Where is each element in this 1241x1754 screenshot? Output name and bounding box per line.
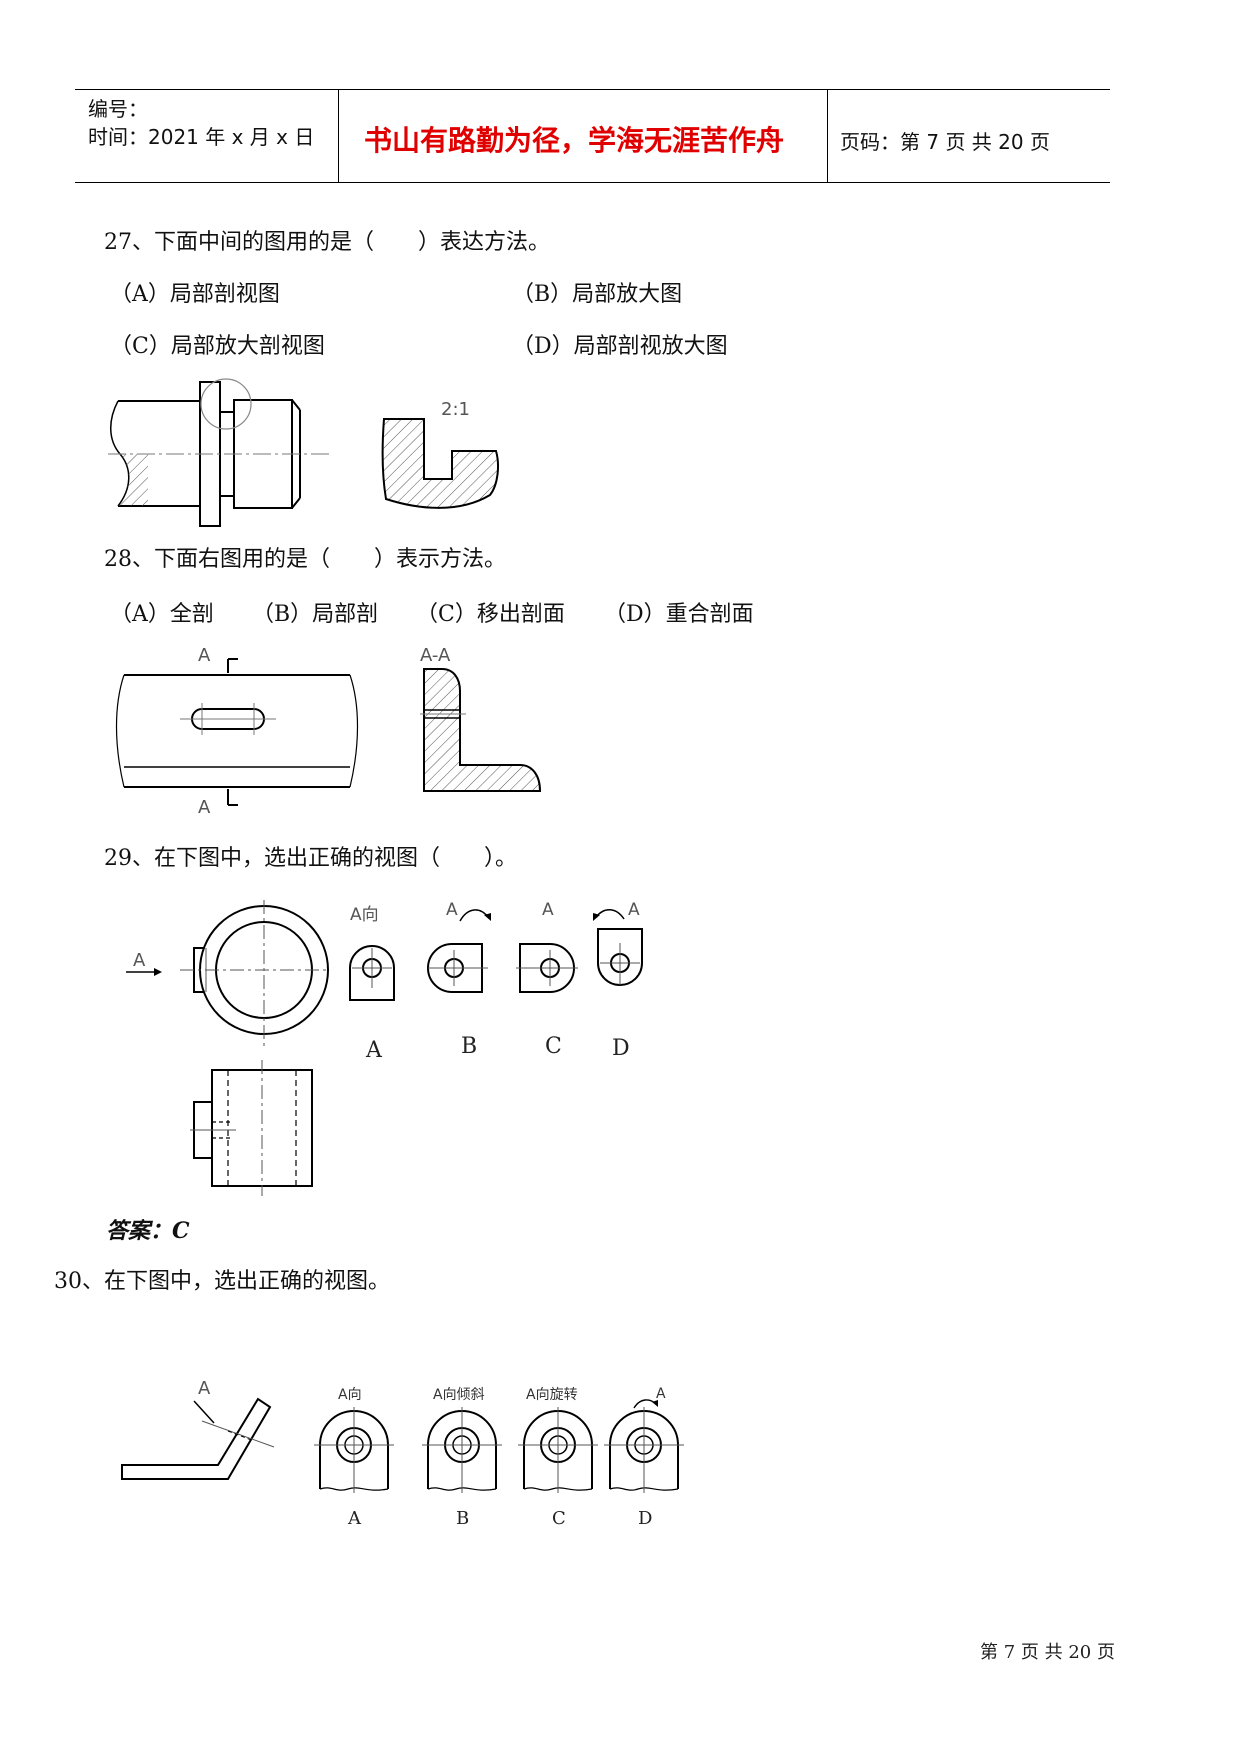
q27-stem: 27、下面中间的图用的是（ ）表达方法。 bbox=[104, 230, 550, 255]
q28-option-b: （B）局部剖 bbox=[252, 602, 379, 627]
q29-choice-d: D bbox=[612, 1036, 630, 1061]
q29-view-label-d: A bbox=[628, 900, 640, 920]
q29-view-label-b: A bbox=[446, 900, 458, 920]
q28-option-c: （C）移出剖面 bbox=[416, 602, 565, 627]
q28-option-d: （D）重合剖面 bbox=[604, 602, 754, 627]
q30-stem: 30、在下图中，选出正确的视图。 bbox=[54, 1269, 390, 1294]
q30-view-label-c: A向旋转 bbox=[526, 1387, 578, 1403]
q28-cut-label-top: A bbox=[198, 645, 211, 666]
q29-view-label-c: A bbox=[542, 900, 554, 920]
page-info: 页码：第 7 页 共 20 页 bbox=[840, 130, 1050, 154]
q30-view-label-d: A bbox=[656, 1386, 666, 1402]
q30-choice-d: D bbox=[638, 1508, 653, 1529]
q27-detail-drawing bbox=[381, 418, 499, 509]
q29-view-a-drawing bbox=[349, 945, 395, 1001]
q30-choice-b: B bbox=[456, 1508, 470, 1529]
q27-option-d: （D）局部剖视放大图 bbox=[512, 334, 728, 359]
q30-choice-c: C bbox=[552, 1508, 566, 1529]
q30-view-label-b: A向倾斜 bbox=[433, 1387, 485, 1403]
q29-answer: 答案：C bbox=[106, 1218, 190, 1244]
q30-view-d-drawing bbox=[604, 1407, 684, 1493]
q28-stem: 28、下面右图用的是（ ）表示方法。 bbox=[104, 547, 506, 572]
q29-choice-b: B bbox=[461, 1034, 478, 1059]
serial-label: 编号： bbox=[88, 97, 148, 121]
q30-view-a-drawing bbox=[314, 1407, 394, 1493]
header-top-rule bbox=[75, 89, 1110, 90]
q29-stem: 29、在下图中，选出正确的视图（ ）。 bbox=[104, 846, 517, 871]
q29-main-view-drawing bbox=[180, 900, 330, 1046]
q28-shaft-drawing bbox=[115, 658, 359, 806]
q30-bent-plate-drawing bbox=[121, 1397, 275, 1480]
q29-view-b-drawing bbox=[427, 943, 488, 993]
header-bottom-rule bbox=[75, 182, 1110, 183]
q27-scale-label: 2:1 bbox=[441, 399, 470, 420]
q30-view-c-drawing bbox=[518, 1407, 598, 1493]
q29-side-view-drawing bbox=[190, 1060, 313, 1196]
header-divider-left bbox=[338, 89, 339, 183]
q28-section-label: A-A bbox=[420, 645, 451, 666]
q30-rotate-arrow-icon bbox=[633, 1399, 658, 1409]
q30-view-b-drawing bbox=[422, 1407, 502, 1493]
motto: 书山有路勤为径，学海无涯苦作舟 bbox=[364, 124, 785, 157]
q29-arrow-icon bbox=[126, 968, 162, 976]
time-label: 时间：2021 年 x 月 x 日 bbox=[88, 125, 315, 149]
q28-section-drawing bbox=[420, 668, 542, 792]
q29-arrow-label: A bbox=[133, 950, 146, 971]
q30-choice-a: A bbox=[348, 1508, 361, 1529]
q30-view-label-a: A向 bbox=[338, 1387, 362, 1403]
q29-view-label-a: A向 bbox=[350, 905, 379, 925]
q29-choice-c: C bbox=[545, 1034, 562, 1059]
q29-choice-a: A bbox=[366, 1038, 382, 1063]
q27-shaft-drawing bbox=[108, 378, 332, 527]
q29-view-c-drawing bbox=[516, 943, 578, 993]
q28-option-a: （A）全剖 bbox=[110, 602, 214, 627]
q29-view-d-drawing bbox=[597, 928, 643, 986]
q30-arrow-label: A bbox=[198, 1378, 211, 1399]
q27-option-b: （B）局部放大图 bbox=[512, 282, 683, 307]
q29-rotate-arrow-b-icon bbox=[459, 909, 491, 922]
q27-option-a: （A）局部剖视图 bbox=[110, 282, 280, 307]
q27-option-c: （C）局部放大剖视图 bbox=[110, 334, 325, 359]
q28-cut-label-bottom: A bbox=[198, 797, 211, 818]
page-footer: 第 7 页 共 20 页 bbox=[980, 1642, 1115, 1663]
header-divider-right bbox=[827, 89, 828, 183]
q29-rotate-arrow-d-icon bbox=[593, 909, 625, 921]
